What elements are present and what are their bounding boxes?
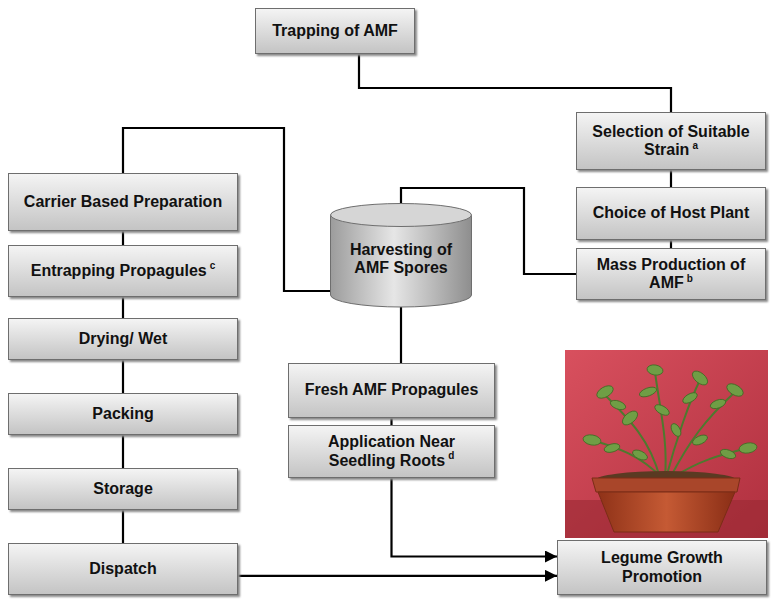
node-label: Drying/ Wet	[79, 330, 168, 348]
node-label: Fresh AMF Propagules	[305, 381, 479, 399]
flow-connector	[392, 478, 558, 557]
node-label: Legume Growth Promotion	[565, 549, 759, 586]
node-text: Choice of Host Plant	[593, 204, 749, 221]
node-text: Entrapping Propagules	[31, 262, 207, 279]
flow-connector	[400, 307, 402, 363]
pot-body	[598, 492, 735, 532]
process-box: Choice of Host Plant	[576, 187, 766, 240]
node-label: Selection of Suitable Straina	[584, 123, 758, 160]
process-box: Dispatch	[8, 543, 238, 595]
process-box: Entrapping Propagulesc	[8, 245, 238, 297]
pot-rim	[592, 478, 740, 492]
process-box: Application Near Seedling Rootsd	[288, 425, 495, 478]
node-text: Storage	[93, 480, 153, 497]
plant-stems	[592, 372, 748, 478]
flow-connector	[122, 231, 124, 245]
flow-connector	[670, 240, 672, 248]
node-label: Application Near Seedling Rootsd	[296, 433, 487, 470]
node-text: Selection of Suitable Strain	[592, 123, 749, 158]
process-box: Drying/ Wet	[8, 318, 238, 360]
storage-cylinder: Harvesting of AMF Spores	[330, 203, 472, 307]
node-label: Carrier Based Preparation	[24, 193, 222, 211]
flow-connector	[122, 435, 124, 468]
footnote-mark: a	[692, 140, 698, 151]
process-box: Packing	[8, 393, 238, 435]
node-label: Choice of Host Plant	[593, 204, 749, 222]
node-text: Carrier Based Preparation	[24, 193, 222, 210]
node-text: Legume Growth Promotion	[601, 549, 723, 584]
node-text: Fresh AMF Propagules	[305, 381, 479, 398]
footnote-mark: c	[210, 260, 216, 271]
flow-connector	[390, 418, 392, 425]
node-label: Entrapping Propagulesc	[31, 262, 216, 280]
process-box: Carrier Based Preparation	[8, 173, 238, 231]
footnote-mark: b	[687, 273, 693, 284]
node-text: Application Near Seedling Roots	[328, 433, 455, 468]
node-label: Harvesting of AMF Spores	[336, 241, 466, 278]
photo-background	[565, 350, 768, 538]
node-label: Trapping of AMF	[272, 22, 398, 40]
node-text: Trapping of AMF	[272, 22, 398, 39]
process-box: Storage	[8, 468, 238, 510]
footnote-mark: d	[448, 450, 454, 461]
node-text: Drying/ Wet	[79, 330, 168, 347]
process-box: Selection of Suitable Straina	[576, 112, 766, 170]
process-box: Fresh AMF Propagules	[288, 363, 495, 418]
flow-connector	[359, 54, 671, 112]
node-text: Mass Production of AMF	[597, 256, 745, 291]
plant-leaves	[582, 364, 757, 462]
node-text: Dispatch	[89, 560, 157, 577]
flow-connector	[238, 575, 557, 577]
flow-connector	[122, 297, 124, 318]
node-label: Packing	[92, 405, 153, 423]
node-text: Packing	[92, 405, 153, 422]
flow-connector	[122, 360, 124, 393]
node-label: Mass Production of AMFb	[584, 256, 758, 293]
flow-connector	[122, 510, 124, 543]
flow-connector	[670, 170, 672, 187]
cylinder-body	[331, 215, 472, 307]
node-text: Harvesting of AMF Spores	[350, 241, 452, 276]
process-box: Mass Production of AMFb	[576, 248, 766, 300]
node-label: Storage	[93, 480, 153, 498]
node-label: Dispatch	[89, 560, 157, 578]
cylinder-top	[331, 204, 472, 227]
process-box: Trapping of AMF	[255, 8, 415, 54]
process-box: Legume Growth Promotion	[557, 540, 767, 595]
